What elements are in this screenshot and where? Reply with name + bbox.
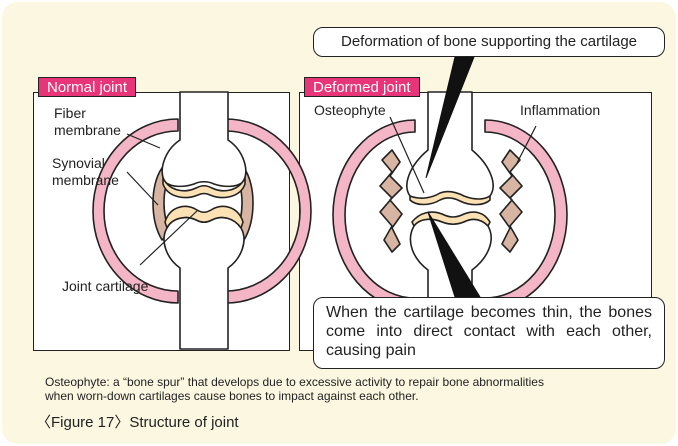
label-fiber-membrane-line2: membrane	[54, 122, 121, 139]
label-synovial-membrane-line1: Synovial	[52, 155, 105, 172]
normal-joint-tag: Normal joint	[38, 77, 136, 97]
label-inflammation: Inflammation	[520, 102, 600, 119]
deformed-capsule-right	[485, 120, 567, 310]
callout-cartilage-thin: When the cartilage becomes thin, the bon…	[313, 297, 665, 369]
label-osteophyte: Osteophyte	[314, 102, 386, 119]
footnote-line2: when worn-down cartilages cause bones to…	[45, 389, 675, 403]
footnote: Osteophyte: a “bone spur” that develops …	[45, 375, 675, 403]
label-synovial-membrane-line2: membrane	[52, 172, 119, 189]
figure-caption: 〈Figure 17〉Structure of joint	[36, 411, 239, 432]
deformed-inflammation-left	[380, 150, 402, 252]
normal-lower-bone	[164, 218, 244, 349]
callout-bone-deformation: Deformation of bone supporting the carti…	[313, 27, 665, 57]
label-fiber-membrane-line1: Fiber	[54, 105, 86, 122]
deformed-inflammation-right	[500, 150, 522, 252]
deformed-capsule-left	[333, 120, 415, 310]
normal-joint-drawing	[93, 92, 311, 349]
normal-capsule-right	[226, 119, 311, 303]
normal-upper-bone	[162, 92, 245, 186]
footnote-line1: Osteophyte: a “bone spur” that develops …	[45, 375, 675, 389]
normal-capsule-left	[93, 119, 178, 303]
label-joint-cartilage: Joint cartilage	[62, 278, 148, 295]
deformed-joint-tag: Deformed joint	[304, 77, 420, 97]
